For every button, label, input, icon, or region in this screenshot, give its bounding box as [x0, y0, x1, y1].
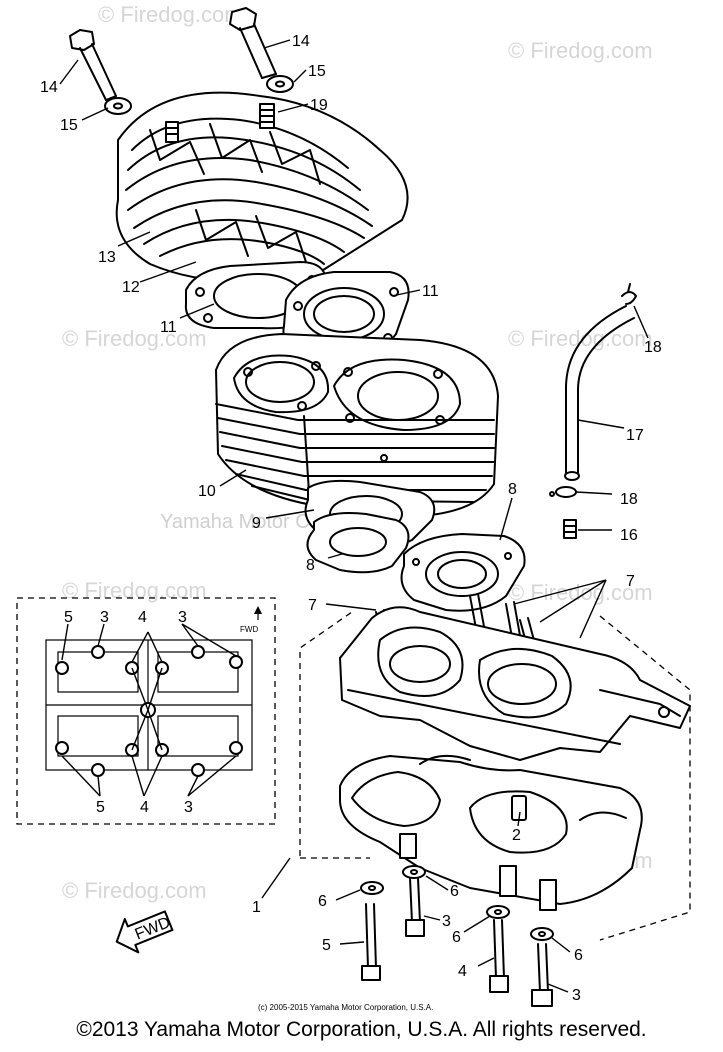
inset-fwd-label: FWD — [240, 625, 258, 634]
callout-numbers: 14 14 15 15 19 13 12 11 11 10 9 8 8 17 1… — [40, 33, 662, 1004]
inset-label-4-bottom: 4 — [140, 799, 149, 816]
crankcase-washer-6d — [530, 927, 554, 941]
crankcase-bolt-3b — [531, 943, 553, 1007]
watermark-right-2: © Firedog.com — [508, 580, 653, 605]
cylinder-head — [115, 91, 409, 283]
watermark-mid-left: © Firedog.com — [62, 326, 207, 351]
callout-14-left: 14 — [40, 79, 58, 96]
callout-9: 9 — [252, 515, 261, 532]
callout-11-right: 11 — [422, 283, 439, 300]
inset-label-3-top-left: 3 — [100, 609, 109, 626]
callout-15-right: 15 — [308, 63, 326, 80]
breather-nipple — [563, 519, 577, 539]
watermark-left-2: © Firedog.com — [62, 578, 207, 603]
callout-leaders — [59, 39, 649, 993]
callout-4: 4 — [458, 963, 467, 980]
callout-16: 16 — [620, 527, 638, 544]
crankcase-bolt-4 — [489, 919, 509, 993]
callout-10: 10 — [198, 483, 216, 500]
callout-3-a: 3 — [442, 913, 451, 930]
cylinder-gasket-8-right — [400, 533, 526, 612]
forward-arrow: FWD — [115, 910, 174, 954]
callout-12: 12 — [122, 279, 140, 296]
washer-right — [266, 75, 294, 93]
cylinder-head-bolt-right — [229, 7, 277, 79]
callout-6-b: 6 — [450, 883, 459, 900]
callout-6-a: 6 — [318, 893, 327, 910]
crankcase-washer-6b — [402, 865, 426, 879]
callout-8-left: 8 — [306, 557, 315, 574]
crankcase-bolt-5 — [361, 903, 381, 981]
cylinder-gasket-8-left — [306, 512, 410, 574]
crankcase-upper — [339, 606, 691, 761]
inset-label-5-bottom: 5 — [96, 799, 105, 816]
cylinder-head-bolt-left — [69, 29, 117, 101]
callout-5: 5 — [322, 937, 331, 954]
inset-label-4-top: 4 — [138, 609, 147, 626]
callout-1: 1 — [252, 899, 261, 916]
callout-18-top: 18 — [644, 339, 662, 356]
callout-11-left: 11 — [160, 319, 177, 336]
footer-copyright: ©2013 Yamaha Motor Corporation, U.S.A. A… — [76, 1018, 647, 1041]
watermark-bottom-left: © Firedog.com — [62, 878, 207, 903]
watermark-top-left: © Firedog.com — [98, 2, 243, 27]
crankcase-bolt-3a — [405, 877, 425, 937]
callout-6-c: 6 — [452, 929, 461, 946]
inset-label-5-top: 5 — [64, 609, 73, 626]
inset-label-3-top-right: 3 — [178, 609, 187, 626]
inset-tightening-sequence: FWD 5 3 4 3 5 — [16, 597, 276, 825]
hose-clamp-top — [621, 283, 637, 305]
callout-15-left: 15 — [60, 117, 78, 134]
callout-7-right: 7 — [626, 573, 635, 590]
callout-6-d: 6 — [574, 947, 583, 964]
small-copyright: (c) 2005-2015 Yamaha Motor Corporation, … — [258, 1003, 433, 1012]
callout-14-right: 14 — [292, 33, 310, 50]
crankcase-washer-6c — [486, 905, 510, 919]
callout-13: 13 — [98, 249, 116, 266]
callout-18-bottom: 18 — [620, 491, 638, 508]
inset-fwd-indicator: FWD — [240, 606, 262, 634]
crankcase-assembly-bracket — [299, 611, 691, 941]
crankcase-washer-6a — [360, 881, 384, 895]
spark-plug-right — [259, 103, 275, 129]
watermark-top-right: © Firedog.com — [508, 38, 653, 63]
callout-17: 17 — [626, 427, 644, 444]
hose-clamp-bottom — [549, 486, 577, 498]
washer-left — [104, 97, 132, 115]
breather-hose — [564, 305, 635, 481]
callout-2: 2 — [512, 827, 521, 844]
callout-7-left: 7 — [308, 597, 317, 614]
watermark-mid-right: © Firedog.com — [508, 326, 653, 351]
spark-plug-left — [165, 121, 179, 143]
crankcase-lower — [339, 754, 643, 911]
callout-19: 19 — [310, 97, 328, 114]
inset-label-3-bottom: 3 — [184, 799, 193, 816]
callout-3-b: 3 — [572, 987, 581, 1004]
callout-8-right: 8 — [508, 481, 517, 498]
